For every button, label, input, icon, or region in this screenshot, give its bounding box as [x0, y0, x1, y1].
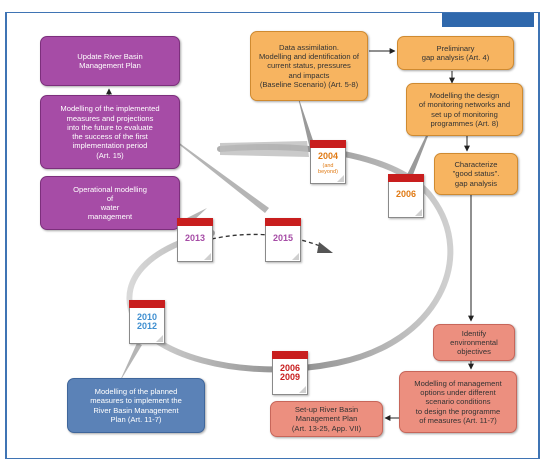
calendar-fold — [299, 386, 306, 393]
calendar-header — [310, 140, 346, 148]
calendar-2015: 2015 — [265, 218, 301, 262]
planned-measures-text: Modelling of the planned measures to imp… — [90, 387, 182, 424]
dashed-arrow-head — [317, 242, 333, 253]
preliminary-gap-text: Preliminary gap analysis (Art. 4) — [421, 43, 490, 62]
calendar-fold — [337, 175, 344, 182]
calendar-2006-2009-year: 2006 2009 — [279, 363, 301, 383]
cycle-ring — [126, 144, 454, 373]
calendar-header — [265, 218, 301, 226]
calendar-2006-year: 2006 — [395, 189, 417, 199]
leader-2010 — [119, 343, 142, 383]
calendar-2004-note: (and beyond) — [318, 163, 338, 176]
calendar-2013-year: 2013 — [184, 233, 206, 243]
identify-objectives-text: Identify environmental objectives — [450, 328, 498, 357]
cycle-ring-wide-end — [220, 141, 309, 157]
update-plan-box: Update River Basin Management Plan — [40, 36, 180, 86]
calendar-2013: 2013 — [177, 218, 213, 262]
modelling-implemented-box: Modelling of the implemented measures an… — [40, 95, 180, 169]
modelling-implemented-text: Modelling of the implemented measures an… — [60, 104, 160, 160]
monitoring-design-text: Modelling the design of monitoring netwo… — [418, 91, 511, 128]
calendar-2010-2012: 2010 2012 — [129, 300, 165, 344]
data-assimilation-text: Data assimilation. Modelling and identif… — [258, 42, 360, 89]
calendar-fold — [156, 335, 163, 342]
calendar-header — [177, 218, 213, 226]
management-options-box: Modelling of management options under di… — [399, 371, 517, 433]
calendar-fold — [415, 209, 422, 216]
calendar-2015-year: 2015 — [272, 233, 294, 243]
good-status-text: Characterize "good status". gap analysis — [452, 160, 500, 188]
preliminary-gap-box: Preliminary gap analysis (Art. 4) — [397, 36, 514, 70]
calendar-header — [272, 351, 308, 359]
calendar-fold — [292, 253, 299, 260]
calendar-2004: 2004 (and beyond) — [310, 140, 346, 184]
calendar-2006-2009: 2006 2009 — [272, 351, 308, 395]
planned-measures-box: Modelling of the planned measures to imp… — [67, 378, 205, 433]
calendar-2010-2012-year: 2010 2012 — [136, 312, 158, 332]
data-assimilation-box: Data assimilation. Modelling and identif… — [250, 31, 368, 101]
calendar-fold — [204, 253, 211, 260]
calendar-header — [129, 300, 165, 308]
operational-modelling-text: Operational modelling of water managemen… — [73, 184, 147, 222]
calendar-2006: 2006 — [388, 174, 424, 218]
calendar-header — [388, 174, 424, 182]
update-plan-text: Update River Basin Management Plan — [77, 51, 143, 70]
leader-2015 — [152, 123, 269, 213]
monitoring-design-box: Modelling the design of monitoring netwo… — [406, 83, 523, 136]
calendar-2004-year: 2004 — [317, 151, 339, 161]
diagram-frame: Update River Basin Management Plan Model… — [5, 12, 540, 459]
identify-objectives-box: Identify environmental objectives — [433, 324, 515, 361]
management-options-text: Modelling of management options under di… — [414, 378, 502, 425]
operational-modelling-box: Operational modelling of water managemen… — [40, 176, 180, 230]
corner-tab — [442, 13, 534, 27]
good-status-box: Characterize "good status". gap analysis — [434, 153, 518, 195]
setup-plan-box: Set-up River Basin Management Plan (Art.… — [270, 401, 383, 437]
setup-plan-text: Set-up River Basin Management Plan (Art.… — [291, 405, 362, 433]
